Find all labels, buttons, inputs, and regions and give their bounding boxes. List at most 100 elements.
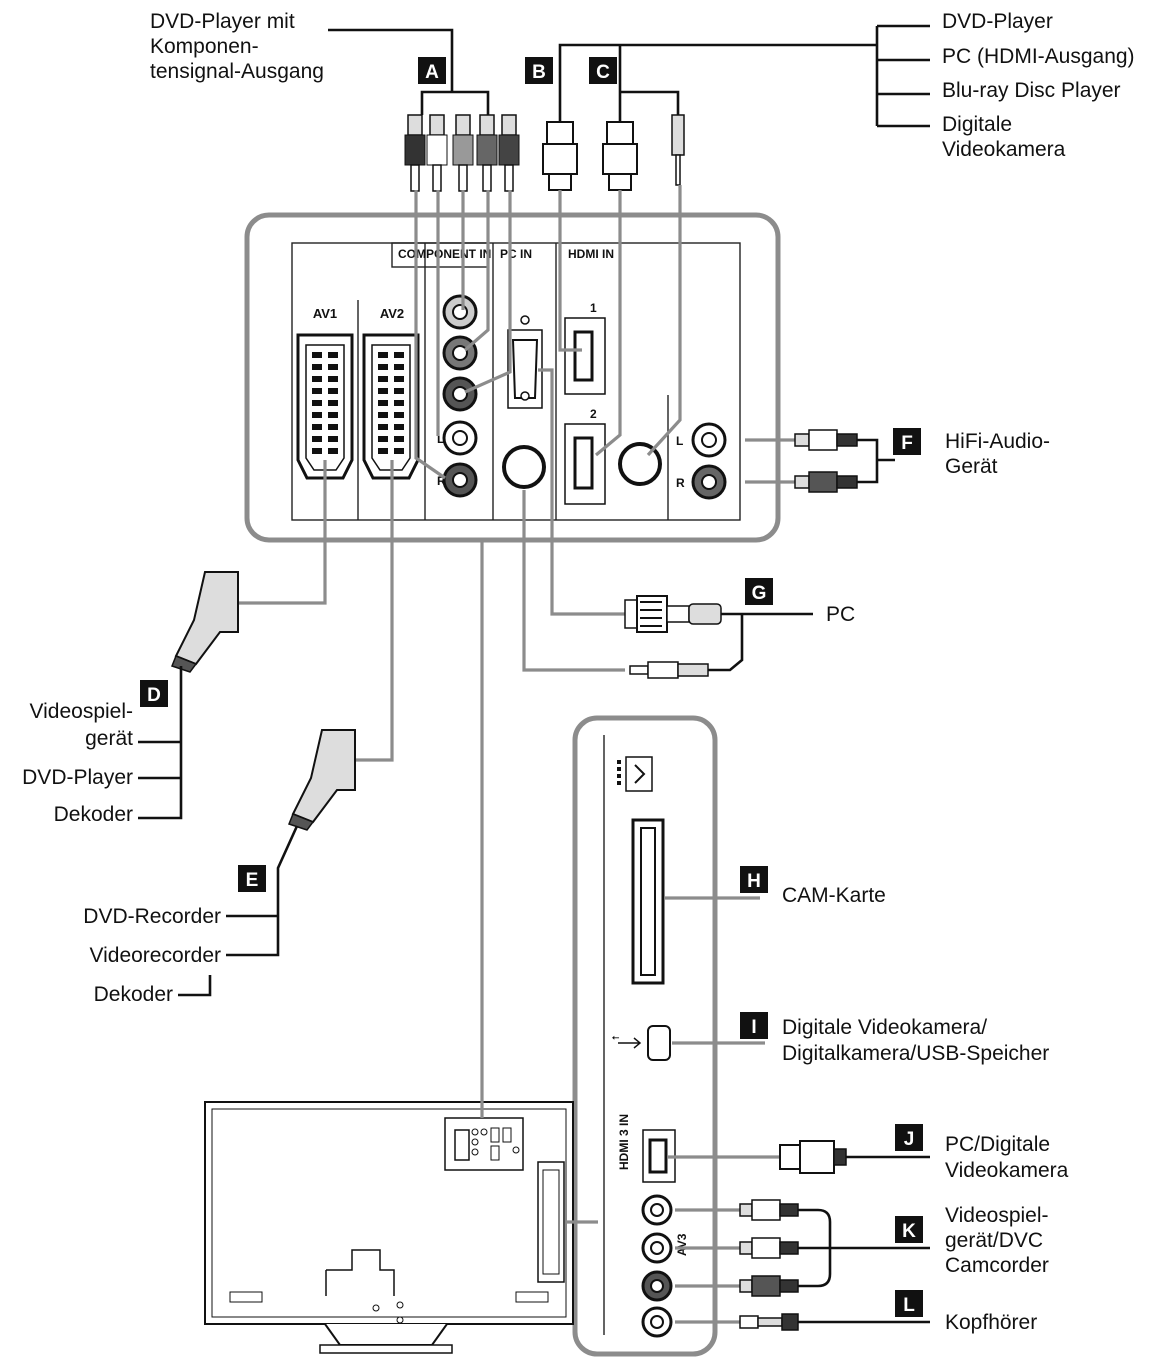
label-bc-3: Blu-ray Disc Player <box>942 79 1121 102</box>
label-a-1: DVD-Player mit <box>150 10 295 33</box>
label-hdmi-in: HDMI IN <box>568 247 614 261</box>
label-j-1: PC/Digitale <box>945 1133 1050 1156</box>
label-e-1: DVD-Recorder <box>83 905 221 928</box>
label-pc-in: PC IN <box>500 247 532 261</box>
svg-text:C: C <box>596 62 610 83</box>
label-a-3: tensignal-Ausgang <box>150 60 324 83</box>
label-f-1: HiFi-Audio- <box>945 430 1050 453</box>
svg-text:D: D <box>147 685 161 706</box>
leader-kl <box>798 1208 930 1324</box>
label-d-1a: Videospiel- <box>29 700 133 723</box>
label-d-1b: gerät <box>85 727 133 750</box>
label-hdmi1: 1 <box>590 301 597 315</box>
badge-f: F <box>893 428 921 455</box>
badge-l: L <box>895 1290 923 1317</box>
label-k-3: Camcorder <box>945 1254 1049 1277</box>
label-comp-r: R <box>437 474 446 488</box>
label-out-r: R <box>676 476 685 490</box>
audio-plug-g <box>629 661 709 679</box>
pc-audio-jack <box>502 445 546 489</box>
scart-plug-d <box>171 571 239 673</box>
label-f-2: Gerät <box>945 455 998 478</box>
av3-jacks <box>641 1194 673 1338</box>
label-e-3: Dekoder <box>94 983 173 1006</box>
label-bc-4a: Digitale <box>942 113 1012 136</box>
usb-port <box>618 1025 671 1061</box>
side-panel-frame <box>572 715 718 1357</box>
badge-c: C <box>589 57 617 84</box>
vga-plug-g <box>624 595 722 633</box>
label-l-1: Kopfhörer <box>945 1311 1037 1334</box>
badge-g: G <box>745 578 773 605</box>
cables-k <box>675 1208 740 1324</box>
leader-d <box>138 666 183 820</box>
hdmi-plug-j <box>779 1140 847 1174</box>
label-comp-l: L <box>437 432 444 446</box>
badge-i: I <box>740 1012 768 1039</box>
rca-plugs-k <box>739 1199 799 1331</box>
label-out-l: L <box>676 434 683 448</box>
label-e-2: Videorecorder <box>89 944 221 967</box>
audio-out-jacks <box>691 422 727 500</box>
leader-g <box>708 612 813 672</box>
badge-b: B <box>525 57 553 84</box>
label-bc-4b: Videokamera <box>942 138 1066 161</box>
cam-slot <box>631 818 665 985</box>
svg-text:E: E <box>246 870 259 891</box>
label-hdmi3: HDMI 3 IN <box>617 1114 631 1170</box>
svg-text:H: H <box>747 871 761 892</box>
svg-text:G: G <box>752 583 767 604</box>
svg-text:L: L <box>903 1295 915 1316</box>
scart-av2 <box>362 333 420 480</box>
label-d-2: DVD-Player <box>22 766 133 789</box>
scart-av1 <box>296 333 354 480</box>
audio-jack-c <box>671 114 685 186</box>
scart-plug-e <box>288 729 356 831</box>
label-bc-2: PC (HDMI-Ausgang) <box>942 45 1135 68</box>
svg-text:J: J <box>904 1129 915 1150</box>
label-g-1: PC <box>826 603 855 626</box>
label-d-3: Dekoder <box>54 803 133 826</box>
rear-panel <box>291 242 741 521</box>
svg-text:K: K <box>902 1221 916 1242</box>
cables-top <box>238 185 795 1100</box>
vga-port <box>507 315 543 409</box>
label-a-2: Komponen- <box>150 35 259 58</box>
leader-bc <box>558 24 930 128</box>
label-k-2: gerät/DVC <box>945 1229 1043 1252</box>
label-component-in: COMPONENT IN <box>398 247 491 261</box>
label-av2: AV2 <box>380 306 404 321</box>
label-k-1: Videospiel- <box>945 1204 1049 1227</box>
label-av1: AV1 <box>313 306 337 321</box>
badge-a: A <box>418 57 446 84</box>
label-i-1: Digitale Videokamera/ <box>782 1016 987 1039</box>
badge-k: K <box>895 1216 923 1243</box>
hdmi-plug-b <box>542 121 578 191</box>
leader-a <box>328 28 490 115</box>
component-jacks <box>442 294 478 498</box>
leader-f <box>857 438 895 484</box>
badge-d: D <box>140 680 168 707</box>
rca-plugs-component <box>404 114 520 192</box>
label-av3: AV3 <box>675 1233 689 1256</box>
svg-text:F: F <box>901 433 913 454</box>
hdmi-plug-c <box>602 121 638 191</box>
label-j-2: Videokamera <box>945 1159 1069 1182</box>
usb-icon: ⭠ <box>612 1032 620 1042</box>
label-h-1: CAM-Karte <box>782 884 886 907</box>
svg-text:I: I <box>751 1017 756 1038</box>
svg-text:B: B <box>532 62 546 83</box>
ci-slot-icon <box>617 756 653 792</box>
tv-rear-illustration <box>204 1101 574 1354</box>
label-hdmi2: 2 <box>590 407 597 421</box>
label-bc-1: DVD-Player <box>942 10 1053 33</box>
label-i-2: Digitalkamera/USB-Speicher <box>782 1042 1049 1065</box>
badge-h: H <box>740 866 768 893</box>
rca-plugs-f <box>794 429 858 493</box>
rear-panel-frame <box>244 212 781 543</box>
badge-j: J <box>895 1124 923 1151</box>
badge-e: E <box>238 865 266 892</box>
leader-e <box>178 825 299 997</box>
svg-text:A: A <box>425 62 439 83</box>
